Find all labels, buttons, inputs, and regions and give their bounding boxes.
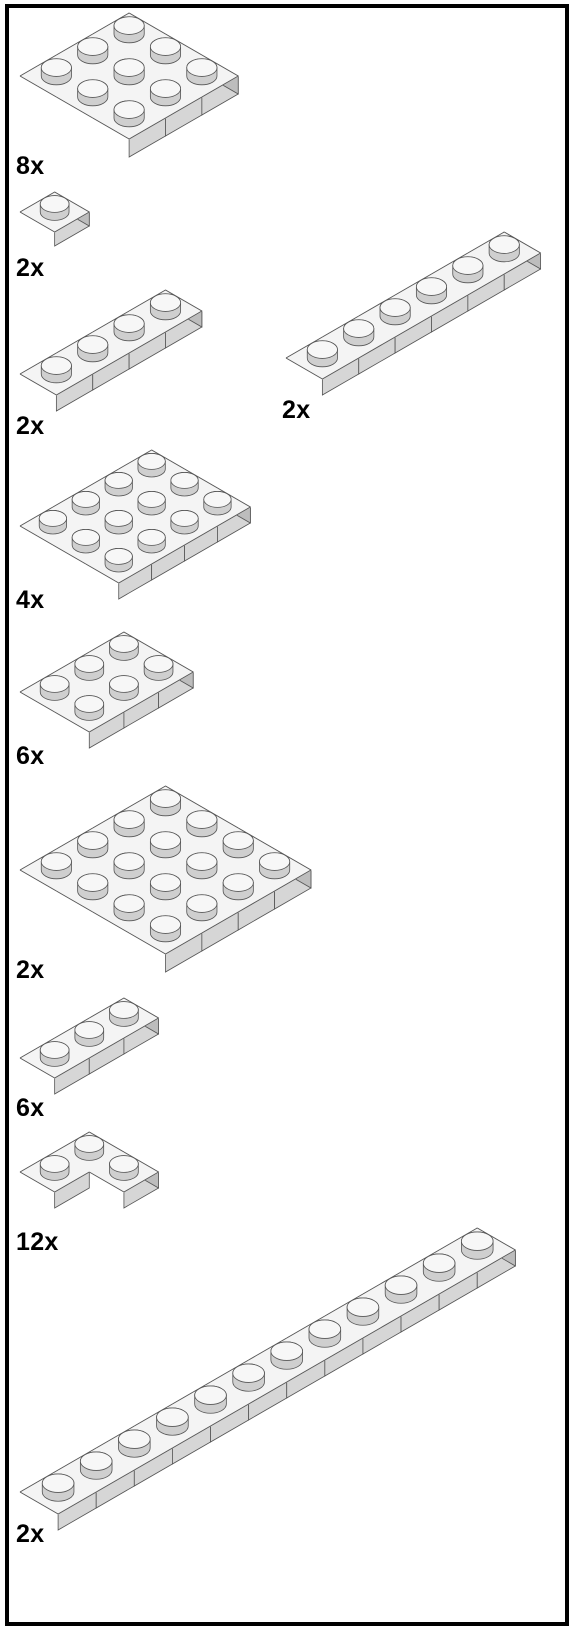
stud <box>259 852 291 880</box>
plate-1x1-image <box>19 191 91 247</box>
quantity-label-plate-1x1: 2x <box>16 254 45 282</box>
stud <box>232 1363 265 1392</box>
stud <box>170 472 199 497</box>
stud <box>79 1451 113 1480</box>
stud <box>113 810 145 838</box>
stud <box>422 1253 456 1282</box>
stud <box>149 293 182 321</box>
plate-1x4-image <box>19 289 203 412</box>
quantity-label-plate-4x4: 2x <box>16 956 45 984</box>
stud <box>452 256 484 284</box>
stud <box>308 1319 342 1348</box>
stud <box>104 548 133 573</box>
stud <box>222 831 254 859</box>
stud <box>113 852 145 880</box>
stud <box>186 894 218 922</box>
stud <box>77 831 109 859</box>
stud <box>77 37 109 65</box>
stud <box>137 453 166 478</box>
quantity-label-plate-1x12: 2x <box>16 1520 45 1548</box>
stud <box>170 510 199 535</box>
stud <box>109 1155 139 1181</box>
stud <box>39 675 70 701</box>
stud <box>194 1385 227 1414</box>
quantity-label-plate-2x3: 6x <box>16 742 45 770</box>
stud <box>379 298 411 326</box>
quantity-label-plate-1x6: 2x <box>282 396 311 424</box>
plate-2x2-corner-image <box>19 1131 160 1209</box>
quantity-label-plate-2x2-corner: 12x <box>16 1228 59 1256</box>
stud <box>113 314 145 342</box>
stud <box>39 1041 70 1067</box>
stud <box>186 58 218 86</box>
stud <box>156 1407 189 1436</box>
quantity-label-plate-1x3: 6x <box>16 1094 45 1122</box>
stud <box>71 529 100 554</box>
stud <box>137 529 166 554</box>
stud <box>74 1021 105 1047</box>
stud <box>41 1473 75 1502</box>
stud <box>77 873 109 901</box>
stud <box>77 79 109 107</box>
quantity-label-plate-3x4: 4x <box>16 586 45 614</box>
stud <box>137 491 166 516</box>
plate-3x4-image <box>19 449 252 600</box>
plate-3x3-image <box>19 12 240 158</box>
stud <box>149 37 182 65</box>
stud <box>113 894 145 922</box>
stud <box>77 335 109 363</box>
stud <box>143 655 174 681</box>
stud <box>74 655 105 681</box>
stud <box>415 277 448 305</box>
stud <box>149 79 182 107</box>
stud <box>113 58 145 86</box>
stud <box>346 1297 380 1326</box>
stud <box>104 510 133 535</box>
stud <box>113 100 145 128</box>
stud <box>39 1155 70 1181</box>
stud <box>109 1001 139 1027</box>
stud <box>40 58 72 86</box>
stud <box>40 852 72 880</box>
stud <box>74 695 105 721</box>
stud <box>186 852 218 880</box>
stud <box>384 1275 418 1304</box>
stud <box>149 831 182 859</box>
quantity-label-plate-1x4: 2x <box>16 412 45 440</box>
stud <box>74 1135 105 1161</box>
stud <box>40 356 72 384</box>
plate-1x3-image <box>19 997 160 1095</box>
plate-4x4-image <box>19 785 312 973</box>
stud <box>149 789 182 817</box>
stud <box>109 635 139 661</box>
stud <box>488 235 520 263</box>
stud <box>270 1341 303 1370</box>
stud <box>306 340 338 368</box>
plate-1x6-image <box>285 231 542 396</box>
stud <box>38 510 67 535</box>
stud <box>203 491 232 516</box>
stud <box>109 675 139 701</box>
stud <box>104 472 133 497</box>
stud <box>461 1231 494 1260</box>
stud <box>149 915 182 943</box>
stud <box>118 1429 151 1458</box>
stud <box>343 319 375 347</box>
quantity-label-plate-3x3: 8x <box>16 152 45 180</box>
stud <box>113 16 145 44</box>
plate-2x3-image <box>19 631 195 749</box>
plate-1x12-image <box>19 1227 517 1531</box>
stud <box>71 491 100 516</box>
stud <box>186 810 218 838</box>
stud <box>39 195 70 221</box>
stud <box>222 873 254 901</box>
stud <box>149 873 182 901</box>
